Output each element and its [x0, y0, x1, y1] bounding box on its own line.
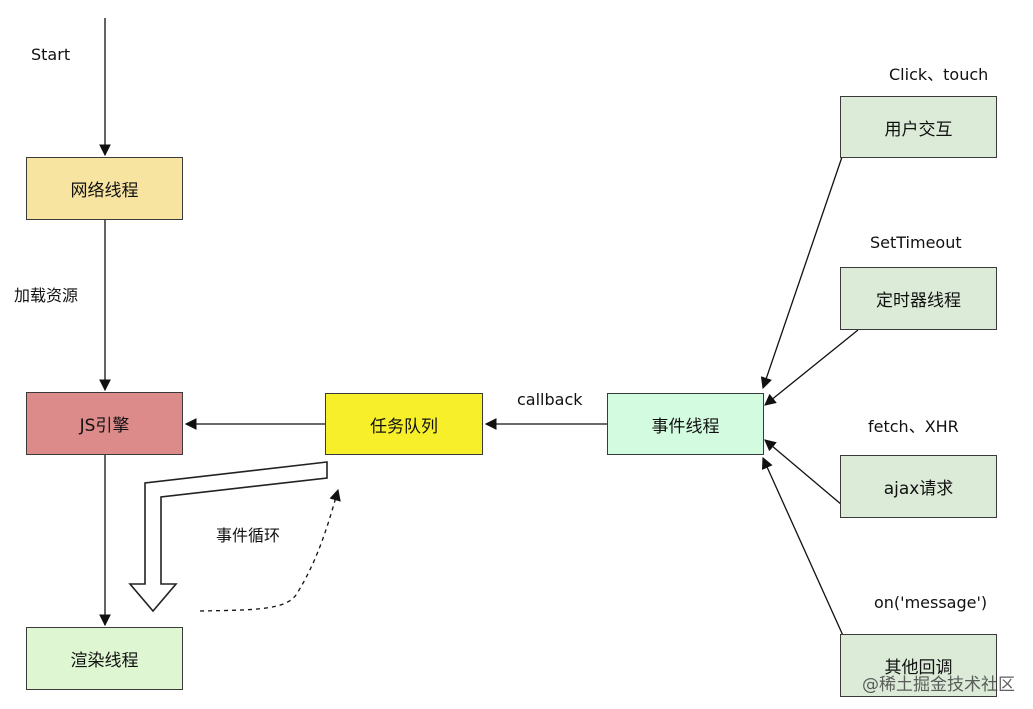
- network-thread-label: 网络线程: [70, 181, 139, 201]
- other-callback-label: 其他回调: [884, 658, 953, 678]
- timer-thread-node: 定时器线程: [840, 267, 997, 330]
- load-resources-label: 加载资源: [14, 286, 79, 305]
- network-thread-node: 网络线程: [26, 157, 183, 220]
- click-touch-label: Click、touch: [889, 65, 989, 84]
- other-callback-node: 其他回调: [840, 634, 997, 697]
- set-timeout-label: SetTimeout: [870, 233, 962, 252]
- event-thread-label: 事件线程: [651, 416, 720, 437]
- arrow-ajax-to-event: [764, 439, 843, 506]
- ajax-request-node: ajax请求: [840, 455, 997, 518]
- watermark: @稀土掘金技术社区: [862, 675, 1015, 695]
- render-thread-node: 渲染线程: [26, 627, 183, 690]
- on-message-label: on('message'): [874, 593, 988, 612]
- js-engine-label: JS引擎: [79, 416, 130, 436]
- arrow-timer-to-event: [764, 329, 859, 406]
- callback-label: callback: [517, 390, 583, 409]
- timer-thread-label: 定时器线程: [876, 291, 961, 311]
- js-engine-node: JS引擎: [26, 392, 183, 455]
- fetch-xhr-label: fetch、XHR: [868, 417, 959, 436]
- event-loop-hollow-arrow: [128, 461, 328, 613]
- event-thread-node: 事件线程: [607, 393, 764, 455]
- task-queue-label: 任务队列: [370, 416, 438, 437]
- arrow-user-to-event: [760, 156, 843, 390]
- ajax-request-label: ajax请求: [883, 479, 954, 499]
- user-interaction-node: 用户交互: [840, 96, 997, 158]
- user-interaction-label: 用户交互: [884, 119, 953, 140]
- start-label: Start: [31, 45, 71, 64]
- task-queue-node: 任务队列: [325, 393, 483, 455]
- event-loop-dotted-arrow: [199, 488, 341, 612]
- arrow-other-to-event: [761, 456, 846, 641]
- event-loop-label: 事件循环: [216, 526, 281, 545]
- render-thread-label: 渲染线程: [70, 651, 139, 671]
